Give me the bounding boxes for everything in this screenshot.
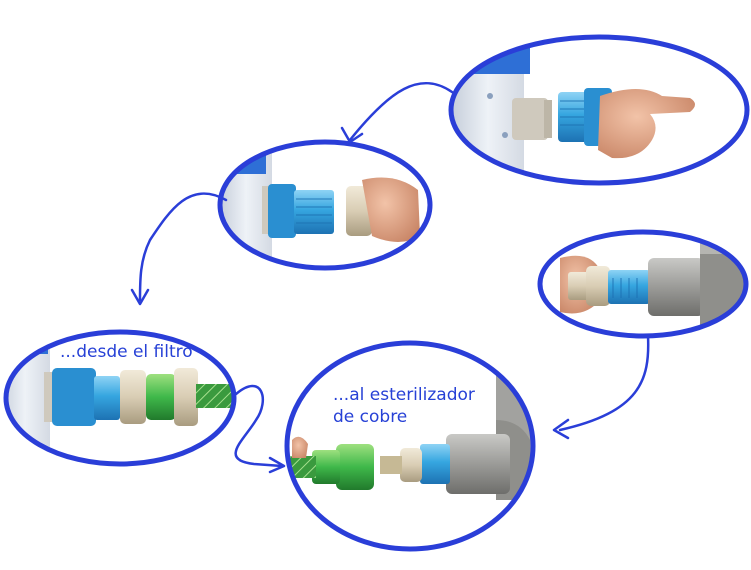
step-3-from-filter	[3, 329, 237, 467]
step-4-frame	[537, 229, 749, 339]
arrow-step4-to-step5	[552, 334, 650, 440]
label-from-filter: ...desde el filtro	[60, 342, 193, 362]
step-4-pvc-adapter	[537, 229, 749, 339]
step-1-filter-adapter	[448, 34, 750, 186]
step-5-to-sterilizer	[284, 340, 536, 552]
step-2-tap-adapter	[217, 139, 433, 271]
arrow-step1-to-step2	[340, 81, 454, 144]
step-3-frame	[3, 329, 237, 467]
arrow-step2-to-step3	[130, 192, 228, 306]
step-5-frame	[284, 340, 536, 552]
step-2-frame	[217, 139, 433, 271]
label-to-sterilizer-line1: ...al esterilizador	[333, 385, 475, 405]
label-to-sterilizer-line2: de cobre	[333, 407, 408, 427]
arrow-step3-to-step5	[234, 384, 286, 474]
step-1-frame	[448, 34, 750, 186]
